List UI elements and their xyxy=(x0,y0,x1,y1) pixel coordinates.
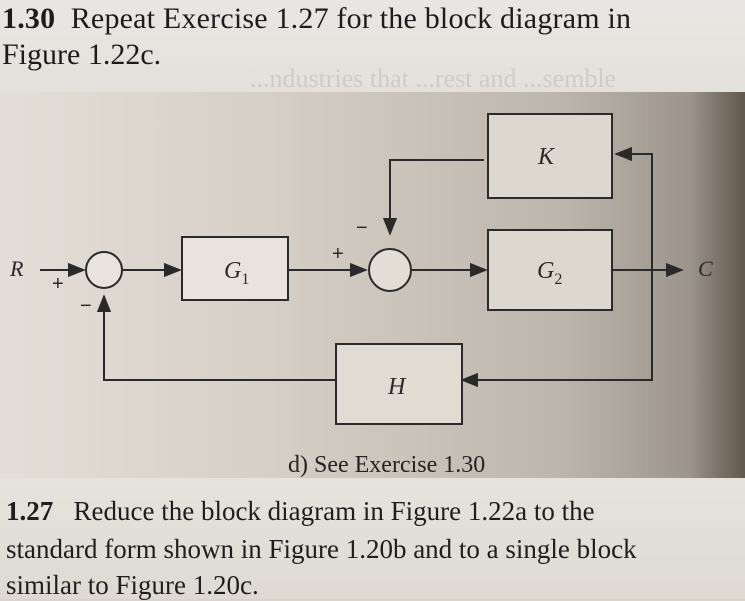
sum2-plus-sign: + xyxy=(332,243,344,265)
summing-junction-2 xyxy=(368,248,412,292)
exercise-1-30-line2: Figure 1.22c. xyxy=(2,38,162,71)
g2-label: G2 xyxy=(537,258,562,288)
figure-caption: d) See Exercise 1.30 xyxy=(288,452,486,478)
output-label: C xyxy=(698,256,713,281)
sum1-plus-sign: + xyxy=(52,273,64,295)
exercise-1-30-line1: 1.30 Repeat Exercise 1.27 for the block … xyxy=(2,2,631,36)
h-label: H xyxy=(387,374,407,400)
exercise-1-30-statement: Repeat Exercise 1.27 for the block diagr… xyxy=(70,2,632,35)
block-g1 xyxy=(181,236,289,301)
block-k xyxy=(487,113,613,199)
exercise-1-30-text: 1.30 Repeat Exercise 1.27 for the block … xyxy=(0,0,745,93)
g1-label: G1 xyxy=(224,258,249,288)
k-label: K xyxy=(537,144,556,170)
bleed-through-text: ...ndustries that ...rest and ...semble xyxy=(250,64,617,93)
exercise-1-27-line3: similar to Figure 1.20c. xyxy=(6,570,259,600)
h-feedback-input-line xyxy=(460,270,653,388)
input-label: R xyxy=(9,256,24,281)
exercise-number: 1.27 xyxy=(6,496,54,526)
block-g2 xyxy=(487,229,613,311)
page-edge-shadow xyxy=(690,92,745,492)
sum1-minus-sign: − xyxy=(80,295,92,317)
k-feedback-input-line xyxy=(614,146,653,270)
block-diagram: R C G1 G2 K H + − + − xyxy=(9,113,713,425)
exercise-1-27-statement: Reduce the block diagram in Figure 1.22a… xyxy=(73,496,595,526)
sum2-minus-sign: − xyxy=(356,217,368,239)
exercise-1-27-line2: standard form shown in Figure 1.20b and … xyxy=(6,534,637,564)
block-h xyxy=(335,343,463,425)
k-feedback-to-sum2-line xyxy=(382,159,484,236)
exercise-1-27-line1: 1.27 Reduce the block diagram in Figure … xyxy=(6,496,595,527)
exercise-1-27-text: 1.27 Reduce the block diagram in Figure … xyxy=(0,478,745,600)
summing-junction-1 xyxy=(85,251,123,289)
h-feedback-to-sum1-line xyxy=(96,294,336,381)
exercise-number: 1.30 xyxy=(2,2,56,35)
